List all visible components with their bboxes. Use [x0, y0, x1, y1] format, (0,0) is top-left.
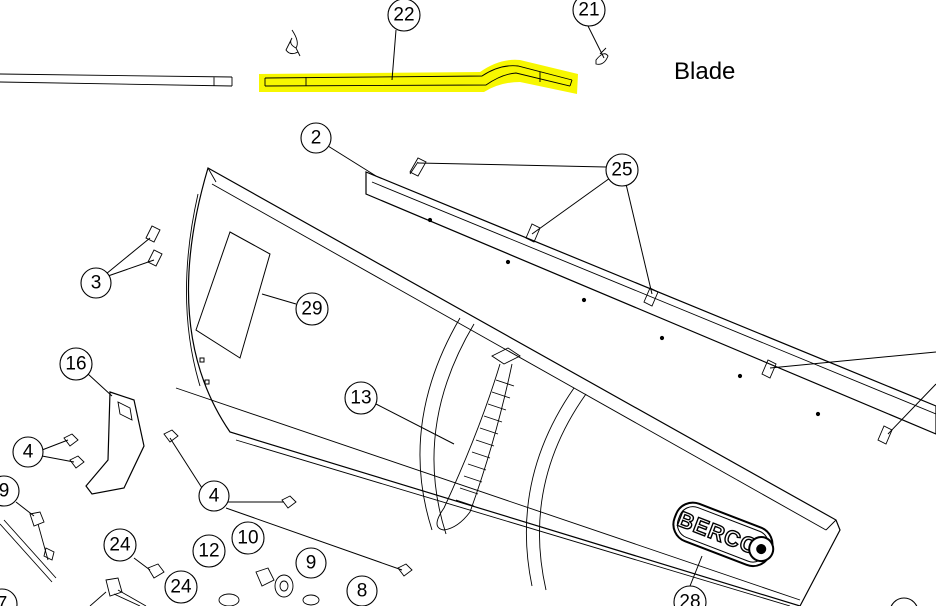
- callout-label: 4: [209, 486, 220, 507]
- diagram-title: Blade: [674, 58, 735, 85]
- callout-partial-right: [890, 597, 918, 606]
- callout-label: 25: [611, 160, 632, 181]
- lower-hardware: [0, 511, 320, 606]
- leader-lines: [15, 21, 936, 587]
- left-rod: [0, 73, 233, 87]
- blade-body: BERCO: [175, 167, 841, 606]
- callout-22: 22: [387, 0, 421, 32]
- callout-13: 13: [344, 381, 378, 415]
- part-13-spring: [436, 347, 521, 531]
- callout-label: 9: [306, 553, 317, 574]
- callout-3: 3: [80, 267, 112, 299]
- part-16-bracket: [85, 391, 145, 495]
- spring-pin-21: [595, 47, 609, 65]
- callout-label: 7: [0, 594, 7, 606]
- callout-9: 9: [295, 547, 327, 579]
- callout-label: 2: [311, 128, 322, 149]
- callout-label: 13: [350, 388, 371, 409]
- callout-label: 8: [357, 581, 368, 602]
- part-3-bolts: [145, 225, 163, 267]
- callout-12: 12: [192, 534, 226, 568]
- callout-label: 4: [23, 442, 34, 463]
- callout-24-top: 24: [103, 528, 137, 562]
- spring-pin-top: [285, 29, 301, 57]
- callout-16: 16: [59, 347, 93, 381]
- callout-label: 24: [109, 535, 131, 556]
- callout-9-left: 9: [0, 475, 20, 507]
- part-22-rod: [259, 59, 578, 94]
- callout-21: 21: [572, 0, 606, 27]
- callout-label: 24: [170, 577, 192, 598]
- part-4-nuts: [63, 429, 413, 577]
- callout-label: 9: [0, 481, 9, 502]
- callout-label: 28: [679, 592, 700, 606]
- callout-4-left: 4: [12, 436, 44, 468]
- callout-label: 3: [91, 273, 102, 294]
- callout-label: 16: [65, 354, 86, 375]
- callout-label: 12: [198, 541, 219, 562]
- callout-label: 21: [578, 0, 599, 21]
- callout-8: 8: [346, 575, 378, 606]
- callout-label: 29: [301, 299, 322, 320]
- callout-28: 28: [673, 585, 707, 606]
- callout-24-bottom: 24: [164, 570, 198, 604]
- part-2-cutting-edge: [365, 171, 936, 435]
- callout-25: 25: [605, 153, 639, 187]
- callout-label: 22: [393, 5, 414, 26]
- callout-29: 29: [295, 292, 329, 326]
- callout-4-center: 4: [198, 480, 230, 512]
- callout-7: 7: [0, 588, 18, 606]
- callout-10: 10: [231, 521, 265, 555]
- callout-2: 2: [300, 122, 332, 154]
- callout-label: 10: [237, 528, 258, 549]
